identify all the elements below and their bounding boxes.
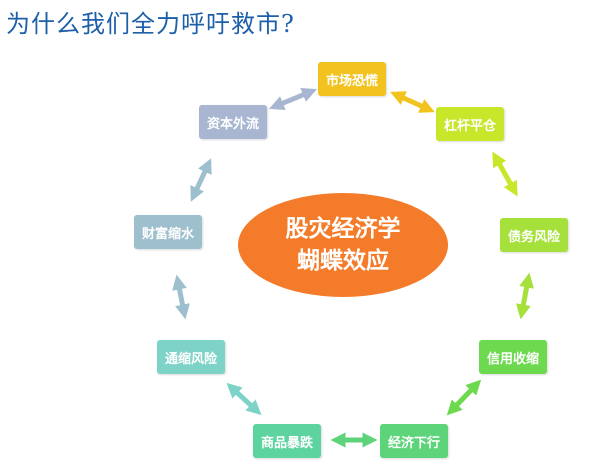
node-credit-contraction: 信用收缩 xyxy=(479,340,547,374)
arrow xyxy=(492,151,518,197)
node-market-panic: 市场恐慌 xyxy=(318,62,386,96)
arrow xyxy=(516,272,534,320)
arrow xyxy=(269,87,317,111)
page-title: 为什么我们全力呼吁救市? xyxy=(6,10,295,38)
arrow xyxy=(446,379,482,416)
node-leverage-liquidation: 杠杆平仓 xyxy=(436,107,504,141)
node-economic-downturn: 经济下行 xyxy=(380,424,448,458)
node-capital-outflow: 资本外流 xyxy=(199,105,267,139)
node-debt-risk: 债务风险 xyxy=(500,218,568,252)
node-deflation-risk: 通缩风险 xyxy=(157,340,225,374)
center-line1: 股灾经济学 xyxy=(285,216,401,242)
arrow xyxy=(172,274,190,320)
node-wealth-shrink: 财富缩水 xyxy=(134,215,202,249)
arrow xyxy=(390,91,435,113)
arrow xyxy=(190,158,212,202)
node-commodity-crash: 商品暴跌 xyxy=(253,424,321,458)
center-ellipse: 股灾经济学 蝴蝶效应 xyxy=(238,193,448,297)
arrow xyxy=(226,382,262,416)
center-line2: 蝴蝶效应 xyxy=(297,248,389,274)
